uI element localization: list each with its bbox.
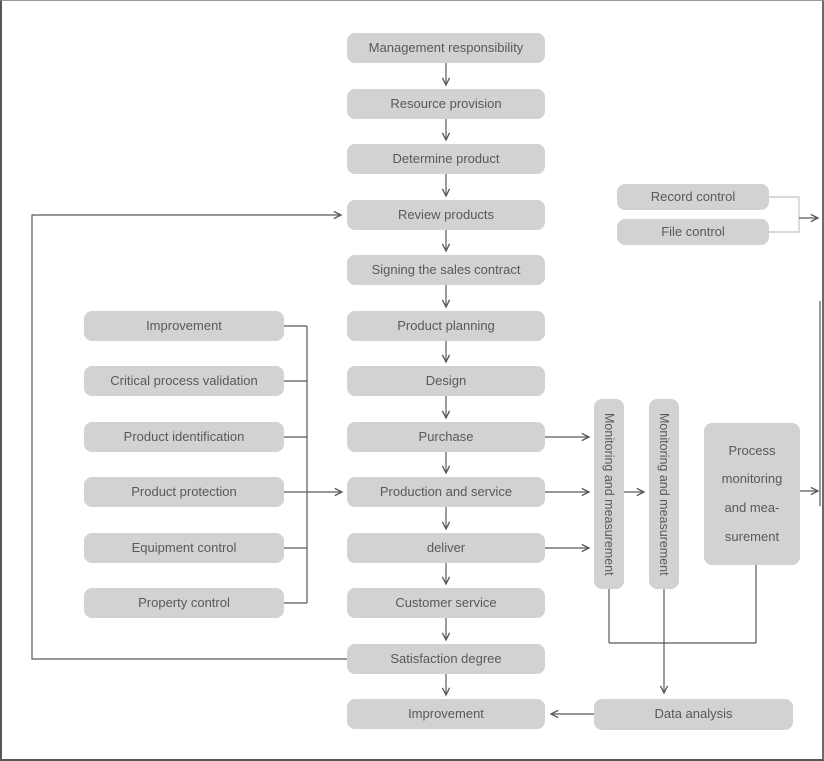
node-purchase: Purchase [347, 422, 545, 452]
node-product-protection: Product protection [84, 477, 284, 507]
node-satisfaction-degree: Satisfaction degree [347, 644, 545, 674]
node-improvement-left: Improvement [84, 311, 284, 341]
left-column-connectors [284, 325, 344, 604]
node-data-analysis: Data analysis [594, 699, 793, 730]
node-production-and-service: Production and service [347, 477, 545, 507]
node-product-planning: Product planning [347, 311, 545, 341]
record-file-bracket [769, 196, 800, 233]
node-deliver: deliver [347, 533, 545, 563]
node-customer-service: Customer service [347, 588, 545, 618]
node-file-control: File control [617, 219, 769, 245]
node-management-responsibility: Management responsibility [347, 33, 545, 63]
node-monitoring-measurement-1: Monitoring and measurement [594, 399, 624, 589]
node-critical-process-validation: Critical process validation [84, 366, 284, 396]
node-determine-product: Determine product [347, 144, 545, 174]
node-review-products: Review products [347, 200, 545, 230]
node-resource-provision: Resource provision [347, 89, 545, 119]
node-monitoring-measurement-2: Monitoring and measurement [649, 399, 679, 589]
node-product-identification: Product identification [84, 422, 284, 452]
node-improvement-bottom: Improvement [347, 699, 545, 729]
node-process-monitoring-measurement: Process monitoring and mea- surement [704, 423, 800, 565]
node-property-control: Property control [84, 588, 284, 618]
node-design: Design [347, 366, 545, 396]
node-signing-sales-contract: Signing the sales contract [347, 255, 545, 285]
node-record-control: Record control [617, 184, 769, 210]
node-equipment-control: Equipment control [84, 533, 284, 563]
